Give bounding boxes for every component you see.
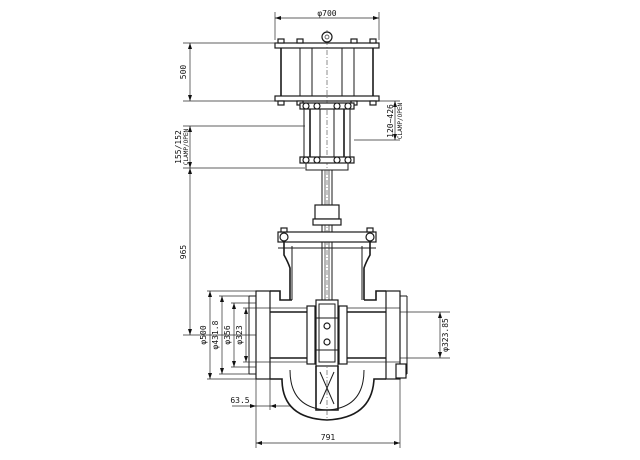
valve-stem — [312, 170, 342, 300]
bonnet — [277, 227, 377, 300]
dim-actuator-height: 500 — [179, 65, 188, 80]
dim-actuator-diameter: φ700 — [317, 9, 336, 18]
yoke-bracket — [299, 102, 355, 171]
dim-stroke-note: CLAMP/OPEN — [183, 129, 190, 166]
dim-bore-diameter: φ323 — [235, 325, 244, 344]
gate-disc — [306, 299, 348, 411]
dim-bracket-height: 120~426 — [386, 104, 395, 138]
dim-raised-face-diameter: φ356 — [223, 325, 232, 344]
dim-bolt-circle-diameter: φ431.8 — [211, 320, 220, 349]
dim-stem-height: 965 — [179, 245, 188, 260]
dim-outer-flange-diameter: φ500 — [199, 325, 208, 344]
valve-body — [248, 290, 408, 421]
dim-bracket-note: CLAMP/OPEN — [397, 103, 404, 140]
dim-stroke-height: 155/152 — [174, 130, 183, 164]
dim-pipe-diameter: φ323.85 — [441, 318, 450, 352]
dim-flange-thickness: 63.5 — [230, 396, 249, 405]
dim-face-to-face: 791 — [321, 433, 336, 442]
dimensions: φ700 500 120~426 CLAMP/OPEN 155/152 CLAM… — [174, 9, 450, 448]
